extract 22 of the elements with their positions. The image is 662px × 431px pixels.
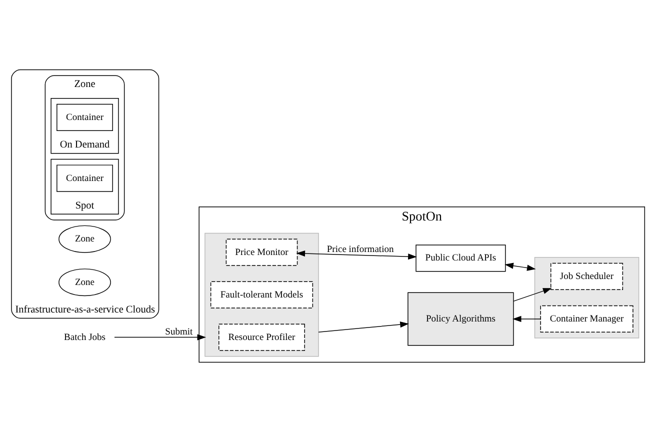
node-box: Public Cloud APIs: [416, 244, 506, 272]
node-ellipse: Zone: [58, 224, 111, 252]
node-box: Price Monitor: [226, 238, 298, 266]
cluster: [204, 232, 319, 356]
arrow: [296, 250, 417, 260]
cluster: [534, 256, 640, 338]
node-box: Container: [56, 164, 113, 192]
arrow: [504, 262, 536, 270]
edge-label: Price information: [326, 244, 394, 254]
node-box: Container Manager: [540, 304, 634, 332]
edge-label: Submit: [165, 327, 193, 338]
node-box: Resource Profiler: [218, 323, 305, 350]
arrow: [114, 334, 206, 340]
node-box: Policy Algorithms: [408, 292, 514, 346]
node-box: Container: [56, 103, 113, 130]
node-box: Fault-tolerant Models: [210, 280, 314, 308]
node-box: Job Scheduler: [550, 262, 624, 290]
node-ellipse: Zone: [58, 268, 111, 296]
node-text: Batch Jobs: [64, 332, 106, 342]
arrow: [318, 320, 409, 332]
arrow: [512, 315, 541, 322]
arrow: [513, 288, 552, 302]
